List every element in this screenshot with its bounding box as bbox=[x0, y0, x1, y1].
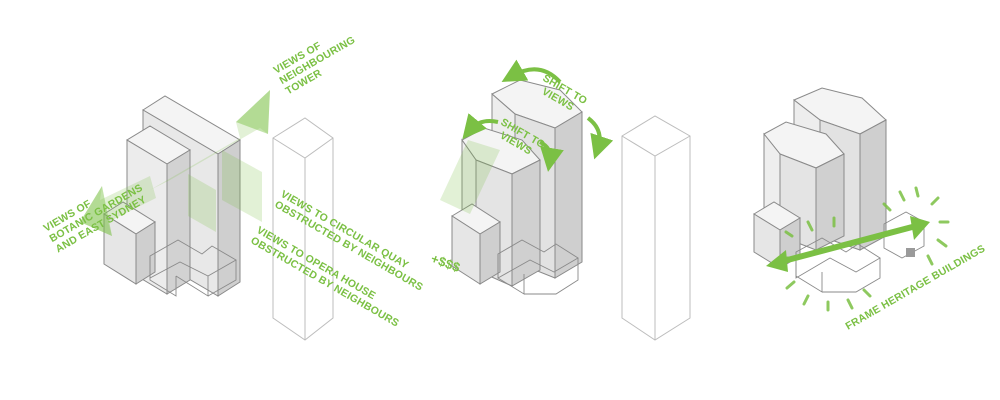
label-views-of-tower: VIEWS OF NEIGHBOURING TOWER bbox=[272, 22, 367, 97]
view-arrow-heads bbox=[80, 90, 270, 236]
heritage-building-2 bbox=[497, 239, 579, 295]
heritage-marker bbox=[906, 248, 915, 257]
panel-1-existing-views: VIEWS OF NEIGHBOURING TOWER VIEWS OF BOT… bbox=[42, 22, 425, 341]
sunburst-icon bbox=[778, 186, 950, 312]
view-arrows bbox=[80, 90, 270, 236]
double-arrow-icon bbox=[766, 216, 930, 272]
neighbouring-tower-2 bbox=[621, 115, 691, 341]
neighbouring-tower bbox=[272, 117, 334, 341]
panel-2-shift-to-views: SHIFT TO VIEWS SHIFT TO VIEWS +$$$ bbox=[429, 59, 691, 341]
final-mid-block bbox=[763, 121, 845, 251]
panel-3-frame-heritage: FRAME HERITAGE BUILDINGS bbox=[753, 87, 988, 333]
heritage-building bbox=[149, 239, 237, 297]
label-frame-heritage: FRAME HERITAGE BUILDINGS bbox=[844, 243, 988, 333]
shifted-low-block bbox=[451, 203, 501, 285]
view-shift-sweep bbox=[440, 140, 500, 214]
shift-arrows bbox=[462, 59, 614, 172]
heritage-buildings-3 bbox=[795, 211, 925, 293]
